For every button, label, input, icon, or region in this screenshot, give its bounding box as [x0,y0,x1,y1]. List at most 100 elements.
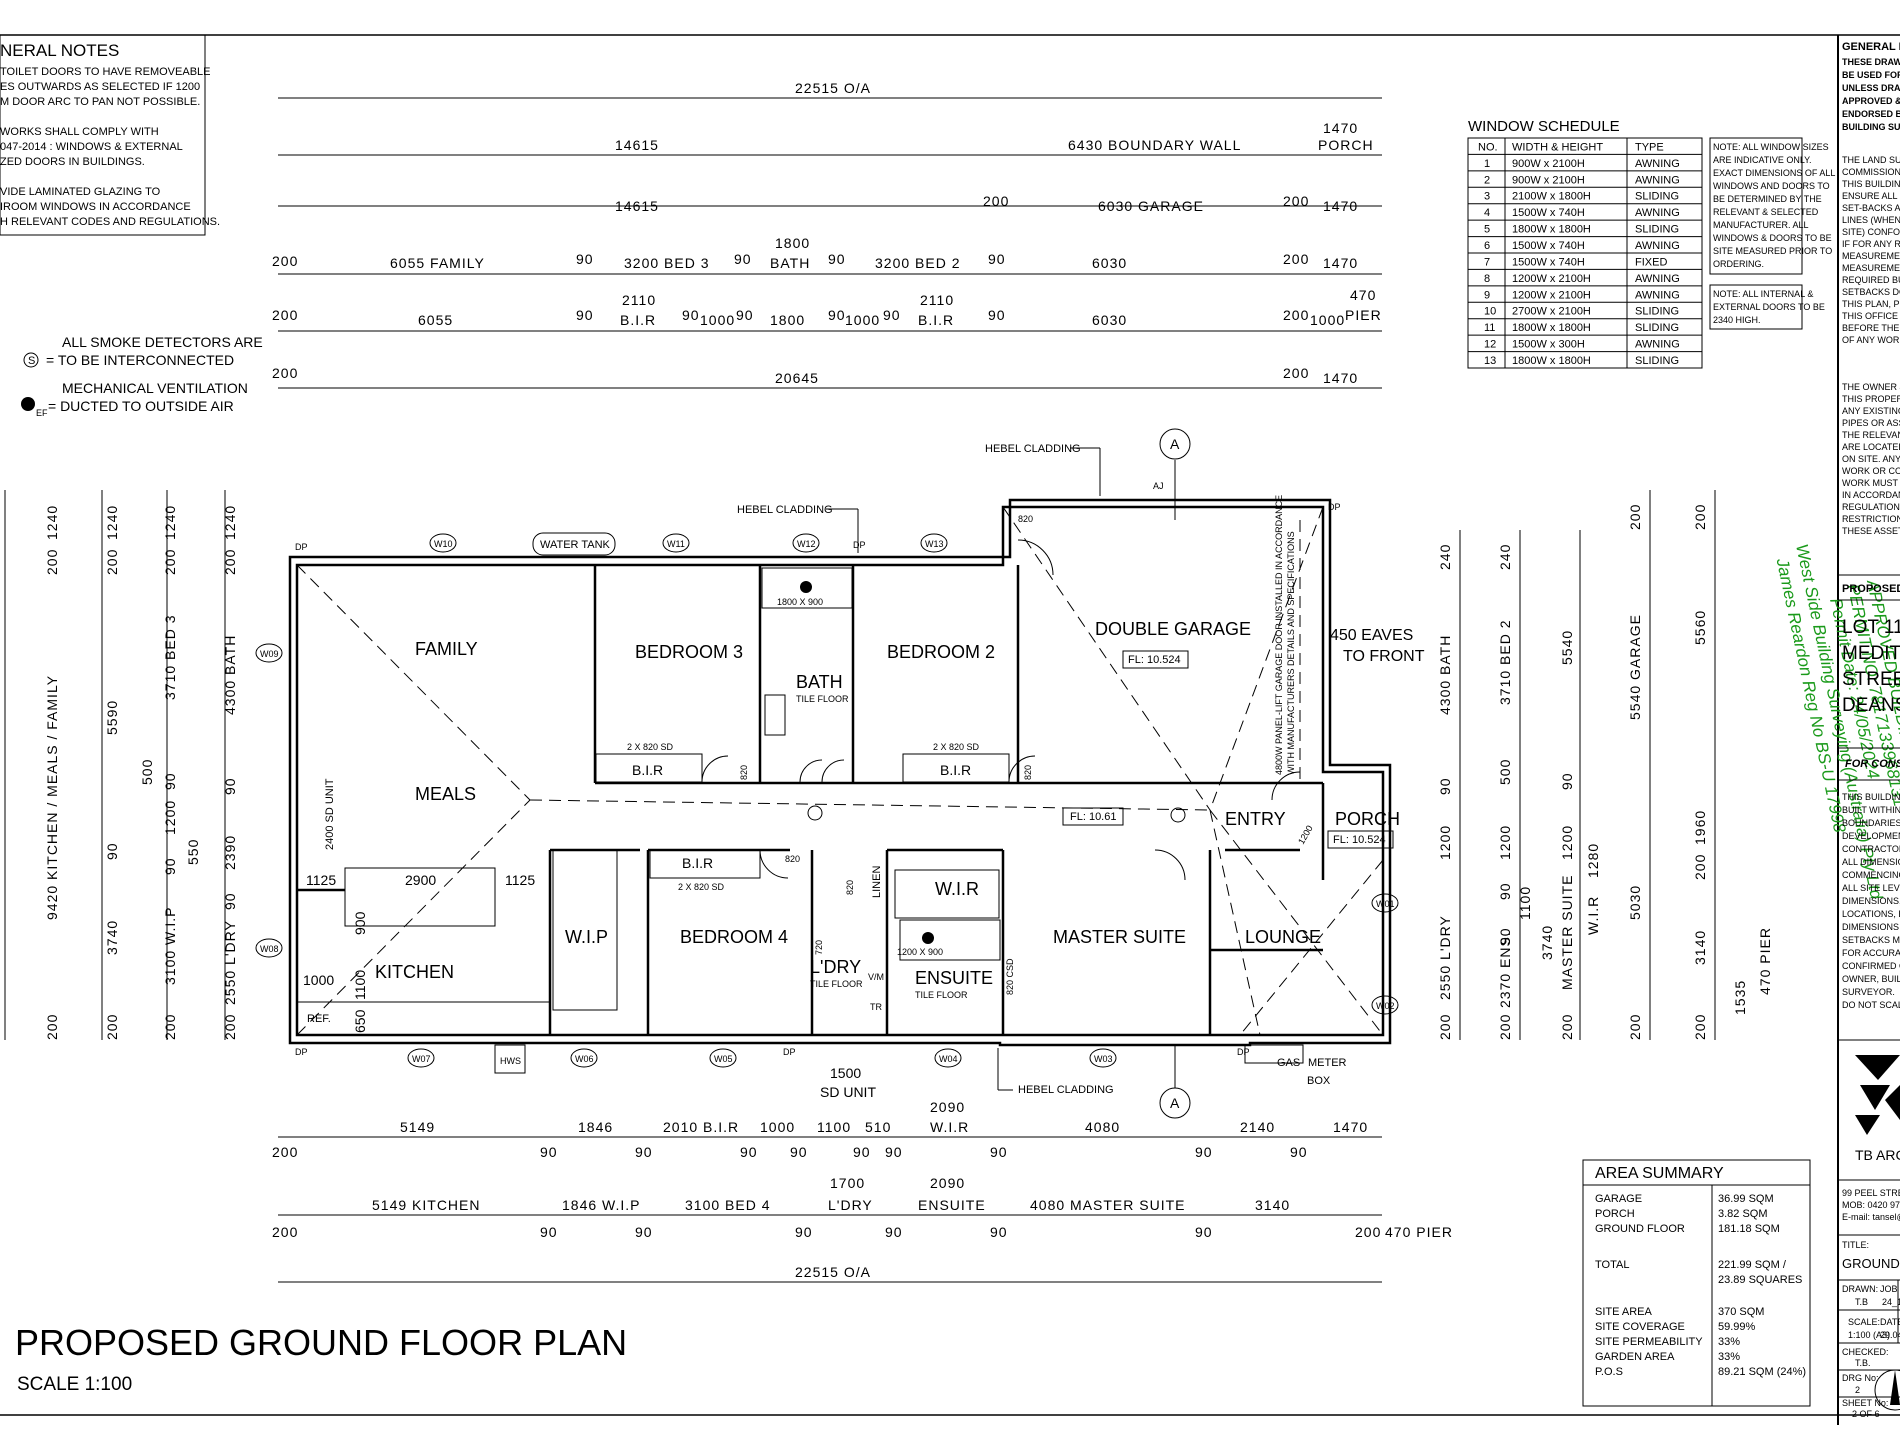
dim-right-a5: 200 [1437,1014,1453,1040]
panel-for-construction: FOR CONSTRUCT [1845,758,1900,770]
dim-bot-r1-1: 5149 [400,1119,435,1135]
window-schedule-type: SLIDING [1635,322,1679,334]
panel-drawn-value: T.B [1855,1297,1868,1307]
panel-note: ALL SITE LEVELS AND TI [1842,883,1900,893]
label-gas: GAS [1277,1057,1300,1069]
label-hebel-3: HEBEL CLADDING [1018,1084,1114,1096]
window-schedule-size: 1500W x 740H [1512,240,1585,252]
section-label-top: A [1170,436,1180,452]
label-sd-unit-2b: SD UNIT [820,1084,876,1100]
window-schedule-type: FIXED [1635,256,1667,268]
drawing-scale: SCALE 1:100 [17,1374,132,1395]
window-note-line: WINDOWS & DOORS TO BE [1713,233,1832,243]
room-ensuite-tile: TILE FLOOR [915,990,968,1000]
dim-left-b4: 1240 [104,505,120,540]
window-schedule-type: AWNING [1635,174,1680,186]
dim-top-r3-7: 90 [828,251,846,267]
general-note-line: WORKS SHALL COMPLY WITH [0,126,159,138]
dim-left-c2: 1200 [162,800,178,835]
dim-bot-r1-9: 1100 [817,1119,851,1135]
legend-mech-line2: = DUCTED TO OUTSIDE AIR [48,398,234,414]
dim-top-r2-0: 14615 [615,198,659,214]
dim-right-a1: 240 [1437,544,1453,570]
label-tr: TR [870,1002,882,1012]
label-dp-6: DP [1237,1047,1250,1057]
site-label: P.O.S [1595,1366,1623,1378]
room-linen: LINEN [871,866,883,898]
firm-logo [1855,1055,1900,1135]
window-schedule-size: 1800W x 1800H [1512,355,1591,367]
panel-general-notes-title: GENERAL NOTES: [1842,41,1900,53]
dim-top-r4-3: 2110 [622,292,656,308]
dim-right-c5: 3740 [1539,925,1555,960]
dim-right-a2: 90 [1437,777,1453,795]
dim-right-c4: W.I.R [1585,896,1601,935]
label-garage-door-2: WITH MANUFACTURERS DETAILS AND SPECIFICA… [1286,531,1296,775]
dim-top-r3-6: BATH [770,255,810,271]
dim-right-b5: 1100 [1517,886,1533,920]
panel-lot-line: LOT 1111 [1842,617,1900,638]
label-dp-5: DP [783,1047,796,1057]
dim-left-a2: 1240 [44,505,60,540]
dim-right-b4: 90 [1497,882,1513,900]
panel-note-bold: APPROVED & STAMP [1842,96,1900,106]
label-d1200: 1200 [1296,824,1315,846]
dim-bot-r1-7: 1000 [760,1119,795,1135]
area-label: GARAGE [1595,1193,1642,1205]
panel-note-bold: UNLESS DRAWINGS ARE [1842,83,1900,93]
window-schedule-type: SLIDING [1635,191,1679,203]
dim-left-c5: 550 [185,839,201,865]
dim-bot-r1-13: 2090 [930,1099,965,1115]
dim-top-r2-2: 6030 GARAGE [1098,198,1204,214]
dim-top-r5-0: 200 [272,365,298,381]
panel-note: CONFIRMED ON SITE BY [1842,961,1900,971]
window-tag: W10 [434,539,453,549]
window-schedule-no: 9 [1484,289,1490,301]
dim-bot-r2-11: ENSUITE [918,1197,986,1213]
dim-top-r4-12: 2110 [920,292,954,308]
label-d820-5: 820 [845,880,855,895]
dim-right-b8: 200 [1497,1014,1513,1040]
panel-note: DIMENSIONS & BUILDING [1842,922,1900,932]
room-bir-2: B.I.R [940,762,971,778]
panel-note: DEVELOPMENT AREA. [1842,831,1900,841]
dim-right-e3: 200 [1692,854,1708,880]
panel-note: WORK OR CONSTRUCTIO [1842,466,1900,476]
panel-drg-value: 2 [1855,1385,1860,1395]
label-aj: AJ [1153,481,1164,491]
exhaust-fan [800,581,812,593]
dim-bot-r2-1: 5149 KITCHEN [372,1197,480,1213]
label-fl-garage: FL: 10.524 [1128,654,1181,666]
general-note-line: H RELEVANT CODES AND REGULATIONS. [0,216,220,228]
window-schedule-size: 900W x 2100H [1512,158,1585,170]
dim-top-r2-4: 1470 [1323,198,1358,214]
room-double-garage: DOUBLE GARAGE [1095,619,1251,639]
room-porch: PORCH [1335,809,1400,829]
dim-top-r4-16: 200 [1283,307,1309,323]
dim-top-r4-2: 90 [576,307,594,323]
panel-lot-line: STREET, [1842,669,1900,690]
water-tank [532,532,616,556]
dim-right-e5: 1535 [1732,980,1748,1015]
window-tag-marker [1371,893,1399,913]
dim-left-d0: 4300 BATH [222,635,238,715]
window-schedule-no: 2 [1484,174,1490,186]
site-label: GARDEN AREA [1595,1351,1675,1363]
window-note-line: RELEVANT & SELECTED [1713,207,1819,217]
window-schedule-no: 13 [1484,355,1496,367]
site-value: 89.21 SQM (24%) [1718,1366,1806,1378]
panel-job-value: 24_1 [1882,1297,1900,1307]
panel-address: MOB: 0420 976 813 [1842,1200,1900,1210]
dim-top-r3-12: 1470 [1323,255,1358,271]
label-k2900: 2900 [405,872,436,888]
window-schedule-no: 5 [1484,224,1490,236]
dim-right-e0: 5560 [1692,610,1708,645]
dim-right-c3: 1280 [1585,843,1601,878]
panel-drg-label: DRG No: [1842,1373,1879,1383]
label-hws: HWS [500,1056,521,1066]
room-ldry: L'DRY [810,957,861,977]
dim-top-r4-18: 470 [1350,287,1376,303]
hws-box [494,1044,526,1074]
window-door-note-line: 2340 HIGH. [1713,315,1761,325]
window-note-line: WINDOWS AND DOORS TO [1713,181,1830,191]
